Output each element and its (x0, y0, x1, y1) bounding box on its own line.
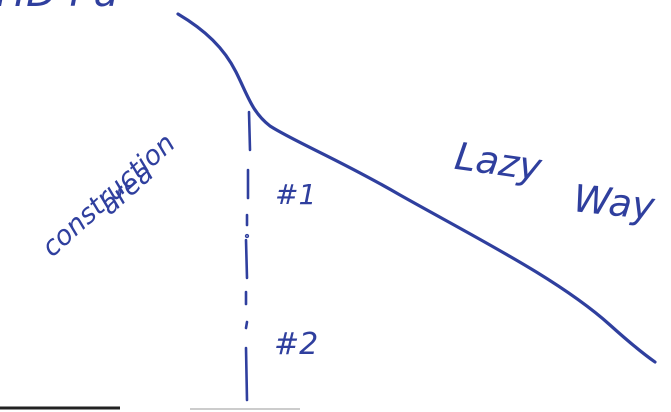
top-partial-label: HD Pa (0, 0, 118, 16)
marker-1-label: #1 (275, 178, 316, 211)
marker-2-label: #2 (274, 327, 318, 362)
dashed-divider (244, 110, 252, 402)
road-curve (176, 12, 657, 364)
lazy-label: Lazy (452, 134, 545, 190)
way-label: Way (571, 176, 657, 228)
divider-dot (244, 233, 250, 239)
